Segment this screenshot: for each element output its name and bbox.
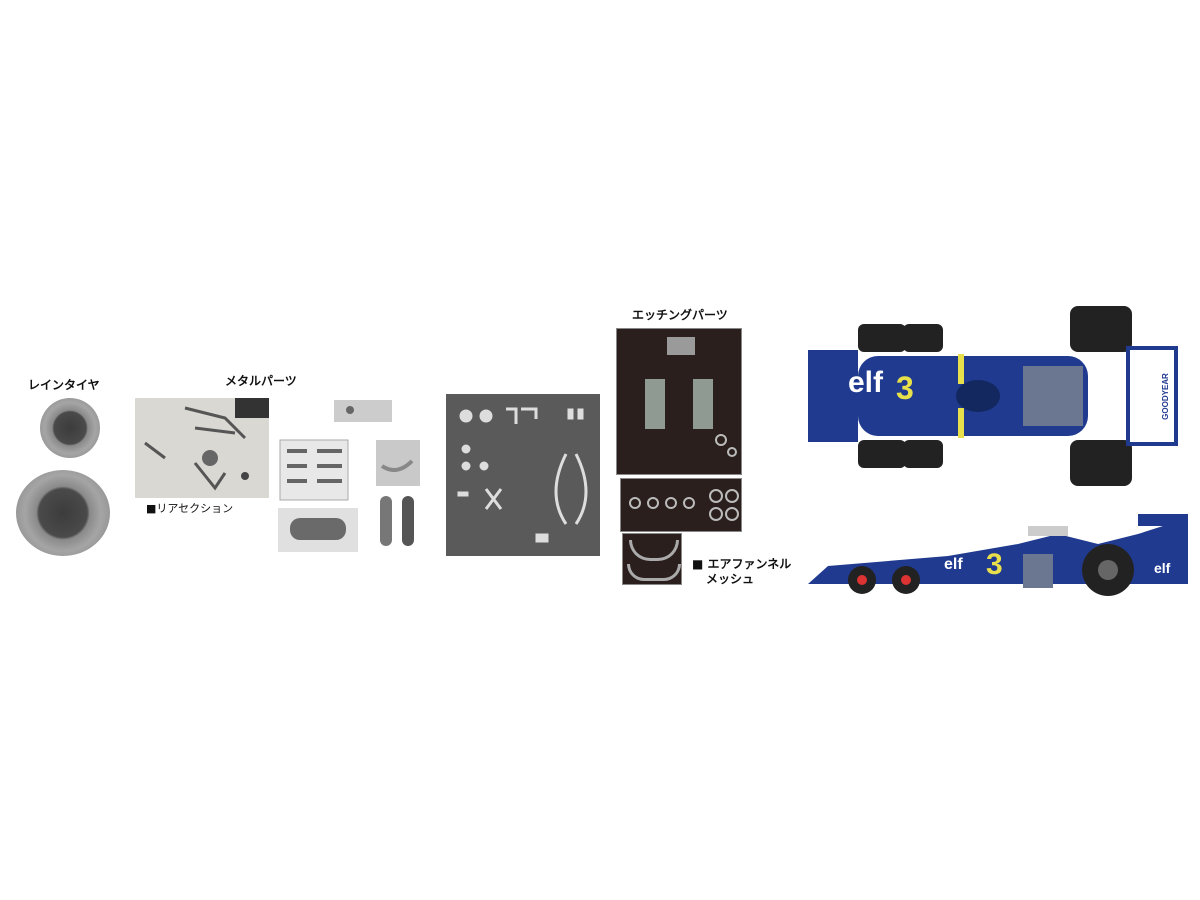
car-top-view-graphic [808, 306, 1178, 486]
top-view-sponsor-text: elf [848, 366, 884, 399]
air-funnel-caption-line1: ■ エアファンネル [692, 557, 792, 571]
dark-metal-parts-photo [446, 394, 600, 556]
etching-sheet-main [616, 328, 742, 475]
rain-tires-label: レインタイヤ [28, 378, 100, 392]
car-side-view-graphic [808, 514, 1188, 596]
side-view-sponsor-text: elf [944, 556, 963, 573]
metal-parts-photo [272, 396, 422, 562]
rear-section-photo [135, 398, 269, 498]
car-top-view: elf 3 GOODYEAR [808, 304, 1188, 488]
car-side-view: elf 3 elf [808, 504, 1188, 598]
etching-sheet-secondary [620, 478, 742, 532]
metal-parts-on-dark-graphic [457, 407, 588, 543]
side-view-car-number: 3 [986, 548, 1003, 581]
metal-parts-label: メタルパーツ [225, 374, 297, 388]
side-view-rear-sponsor-text: elf [1154, 560, 1171, 576]
small-rain-tire-image [40, 398, 100, 458]
etching-parts-label: エッチングパーツ [632, 308, 728, 322]
top-view-car-number: 3 [896, 370, 914, 406]
rear-section-parts-graphic [144, 398, 269, 491]
large-rain-tire-image [16, 470, 110, 556]
metal-parts-graphic [278, 400, 420, 552]
top-view-tire-brand: GOODYEAR [1160, 373, 1170, 420]
rear-section-caption: ■リアセクション [146, 502, 234, 515]
air-funnel-caption-line2: メッシュ [706, 572, 755, 586]
air-funnel-mesh-sheet [622, 533, 682, 585]
